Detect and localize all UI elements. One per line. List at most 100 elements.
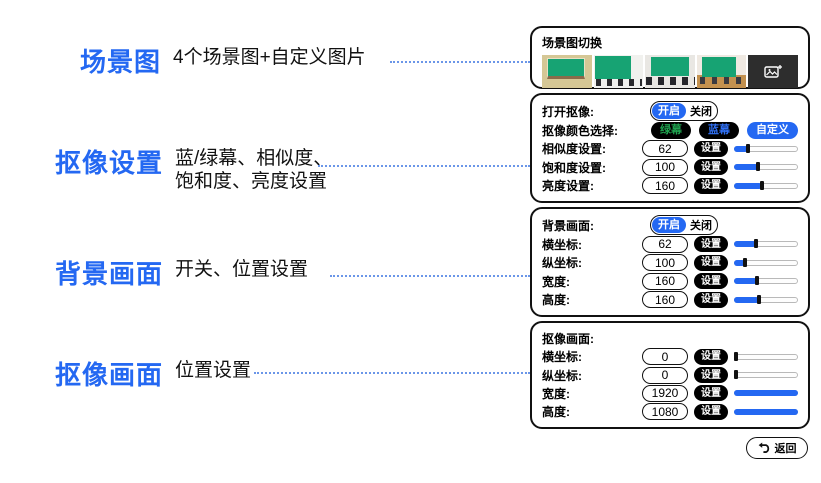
set-button[interactable]: 设置 (694, 385, 728, 402)
saturation-row: 饱和度设置: 设置 (542, 158, 798, 177)
keying-toggle-row: 打开抠像: 开启 关闭 (542, 101, 798, 121)
mat-width-input[interactable] (642, 384, 688, 402)
slider-thumb[interactable] (734, 370, 738, 380)
blue-screen-button[interactable]: 蓝幕 (699, 121, 739, 139)
matting-panel: 抠像画面: 横坐标: 设置 纵坐标: 设置 宽度: (530, 321, 810, 429)
chairs (595, 79, 642, 86)
annotation-desc: 蓝/绿幕、相似度、 饱和度、亮度设置 (175, 148, 333, 192)
mat-x-slider[interactable] (734, 351, 798, 361)
keying-color-row: 抠像颜色选择: 绿幕 蓝幕 自定义 (542, 121, 798, 140)
custom-image-button[interactable] (748, 55, 798, 88)
similarity-row: 相似度设置: 设置 (542, 140, 798, 159)
mat-height-slider[interactable] (734, 408, 798, 415)
row-label: 高度: (542, 405, 570, 420)
bg-height-input[interactable] (642, 291, 688, 309)
keying-toggle[interactable]: 开启 关闭 (650, 101, 718, 121)
scene-thumbnail-2[interactable] (593, 55, 644, 88)
chairs (699, 77, 744, 84)
bg-width-row: 宽度: 设置 (542, 272, 798, 291)
similarity-slider[interactable] (734, 143, 798, 153)
custom-color-button[interactable]: 自定义 (747, 121, 798, 139)
slider-thumb[interactable] (742, 257, 747, 267)
bg-x-row: 横坐标: 设置 (542, 235, 798, 254)
bg-width-slider[interactable] (734, 276, 798, 286)
brightness-slider[interactable] (734, 180, 798, 190)
bg-height-slider[interactable] (734, 294, 798, 304)
brightness-row: 亮度设置: 设置 (542, 177, 798, 196)
bg-y-row: 纵坐标: 设置 (542, 254, 798, 273)
connector-line (318, 165, 530, 167)
mat-x-input[interactable] (642, 348, 688, 366)
row-label: 饱和度设置: (542, 160, 606, 175)
bg-x-input[interactable] (642, 235, 688, 253)
mat-y-row: 纵坐标: 设置 (542, 366, 798, 384)
toggle-off-option[interactable]: 关闭 (690, 220, 712, 232)
set-button[interactable]: 设置 (694, 367, 728, 384)
bg-y-slider[interactable] (734, 257, 798, 267)
slider-thumb[interactable] (755, 162, 760, 172)
annotation-title: 抠像设置 (55, 148, 164, 178)
saturation-input[interactable] (642, 158, 688, 176)
slider-thumb[interactable] (755, 276, 760, 286)
slider-thumb[interactable] (734, 351, 738, 361)
toggle-on-option[interactable]: 开启 (652, 103, 686, 119)
return-label: 返回 (774, 443, 797, 455)
slider-thumb[interactable] (754, 239, 759, 249)
row-label: 相似度设置: (542, 142, 606, 157)
annotation-keying: 抠像设置 蓝/绿幕、相似度、 饱和度、亮度设置 (55, 143, 332, 193)
scene-thumbnail-3[interactable] (645, 55, 695, 88)
toggle-off-option[interactable]: 关闭 (690, 106, 712, 118)
mat-y-slider[interactable] (734, 370, 798, 380)
bg-y-input[interactable] (642, 254, 688, 272)
green-screen (547, 58, 585, 79)
scene-thumbnail-1[interactable] (542, 55, 592, 88)
green-screen (594, 56, 631, 79)
slider-thumb[interactable] (760, 180, 765, 190)
add-image-icon (764, 65, 783, 78)
mat-y-input[interactable] (642, 366, 688, 384)
green-screen-button[interactable]: 绿幕 (651, 121, 691, 139)
row-label: 抠像颜色选择: (542, 123, 618, 138)
return-button[interactable]: 返回 (746, 437, 808, 459)
row-label: 背景画面: (542, 218, 594, 233)
saturation-slider[interactable] (734, 162, 798, 172)
toggle-on-option[interactable]: 开启 (652, 217, 686, 233)
keying-settings-panel: 打开抠像: 开启 关闭 抠像颜色选择: 绿幕 蓝幕 自定义 相似度设置: (530, 93, 810, 203)
row-label: 纵坐标: (542, 256, 582, 271)
similarity-input[interactable] (642, 140, 688, 158)
brightness-input[interactable] (642, 177, 688, 195)
row-label: 横坐标: (542, 237, 582, 252)
set-button[interactable]: 设置 (694, 273, 728, 290)
mat-width-slider[interactable] (734, 390, 798, 397)
row-label: 打开抠像: (542, 104, 594, 119)
green-screen (651, 57, 690, 76)
bg-x-slider[interactable] (734, 239, 798, 249)
bg-width-input[interactable] (642, 272, 688, 290)
slider-thumb[interactable] (756, 294, 761, 304)
annotation-scene: 场景图 4个场景图+自定义图片 (80, 42, 366, 79)
scene-switch-title: 场景图切换 (542, 36, 603, 50)
set-button[interactable]: 设置 (694, 140, 728, 157)
scene-thumbnail-4[interactable] (696, 55, 747, 88)
green-screen (701, 57, 736, 77)
row-label: 宽度: (542, 386, 570, 401)
annotation-title: 抠像画面 (55, 360, 164, 390)
back-arrow-icon (758, 442, 769, 453)
connector-line (390, 61, 530, 63)
annotation-desc: 开关、位置设置 (175, 259, 309, 280)
mat-x-row: 横坐标: 设置 (542, 347, 798, 366)
row-label: 高度: (542, 293, 570, 308)
mat-height-input[interactable] (642, 403, 688, 421)
slider-thumb[interactable] (745, 143, 750, 153)
set-button[interactable]: 设置 (694, 291, 728, 308)
set-button[interactable]: 设置 (694, 177, 728, 194)
set-button[interactable]: 设置 (694, 348, 728, 365)
background-toggle[interactable]: 开启 关闭 (650, 215, 718, 235)
annotation-background: 背景画面 开关、位置设置 (55, 254, 308, 291)
set-button[interactable]: 设置 (694, 254, 728, 271)
set-button[interactable]: 设置 (694, 236, 728, 253)
annotation-desc: 位置设置 (175, 360, 252, 381)
set-button[interactable]: 设置 (694, 403, 728, 420)
set-button[interactable]: 设置 (694, 159, 728, 176)
